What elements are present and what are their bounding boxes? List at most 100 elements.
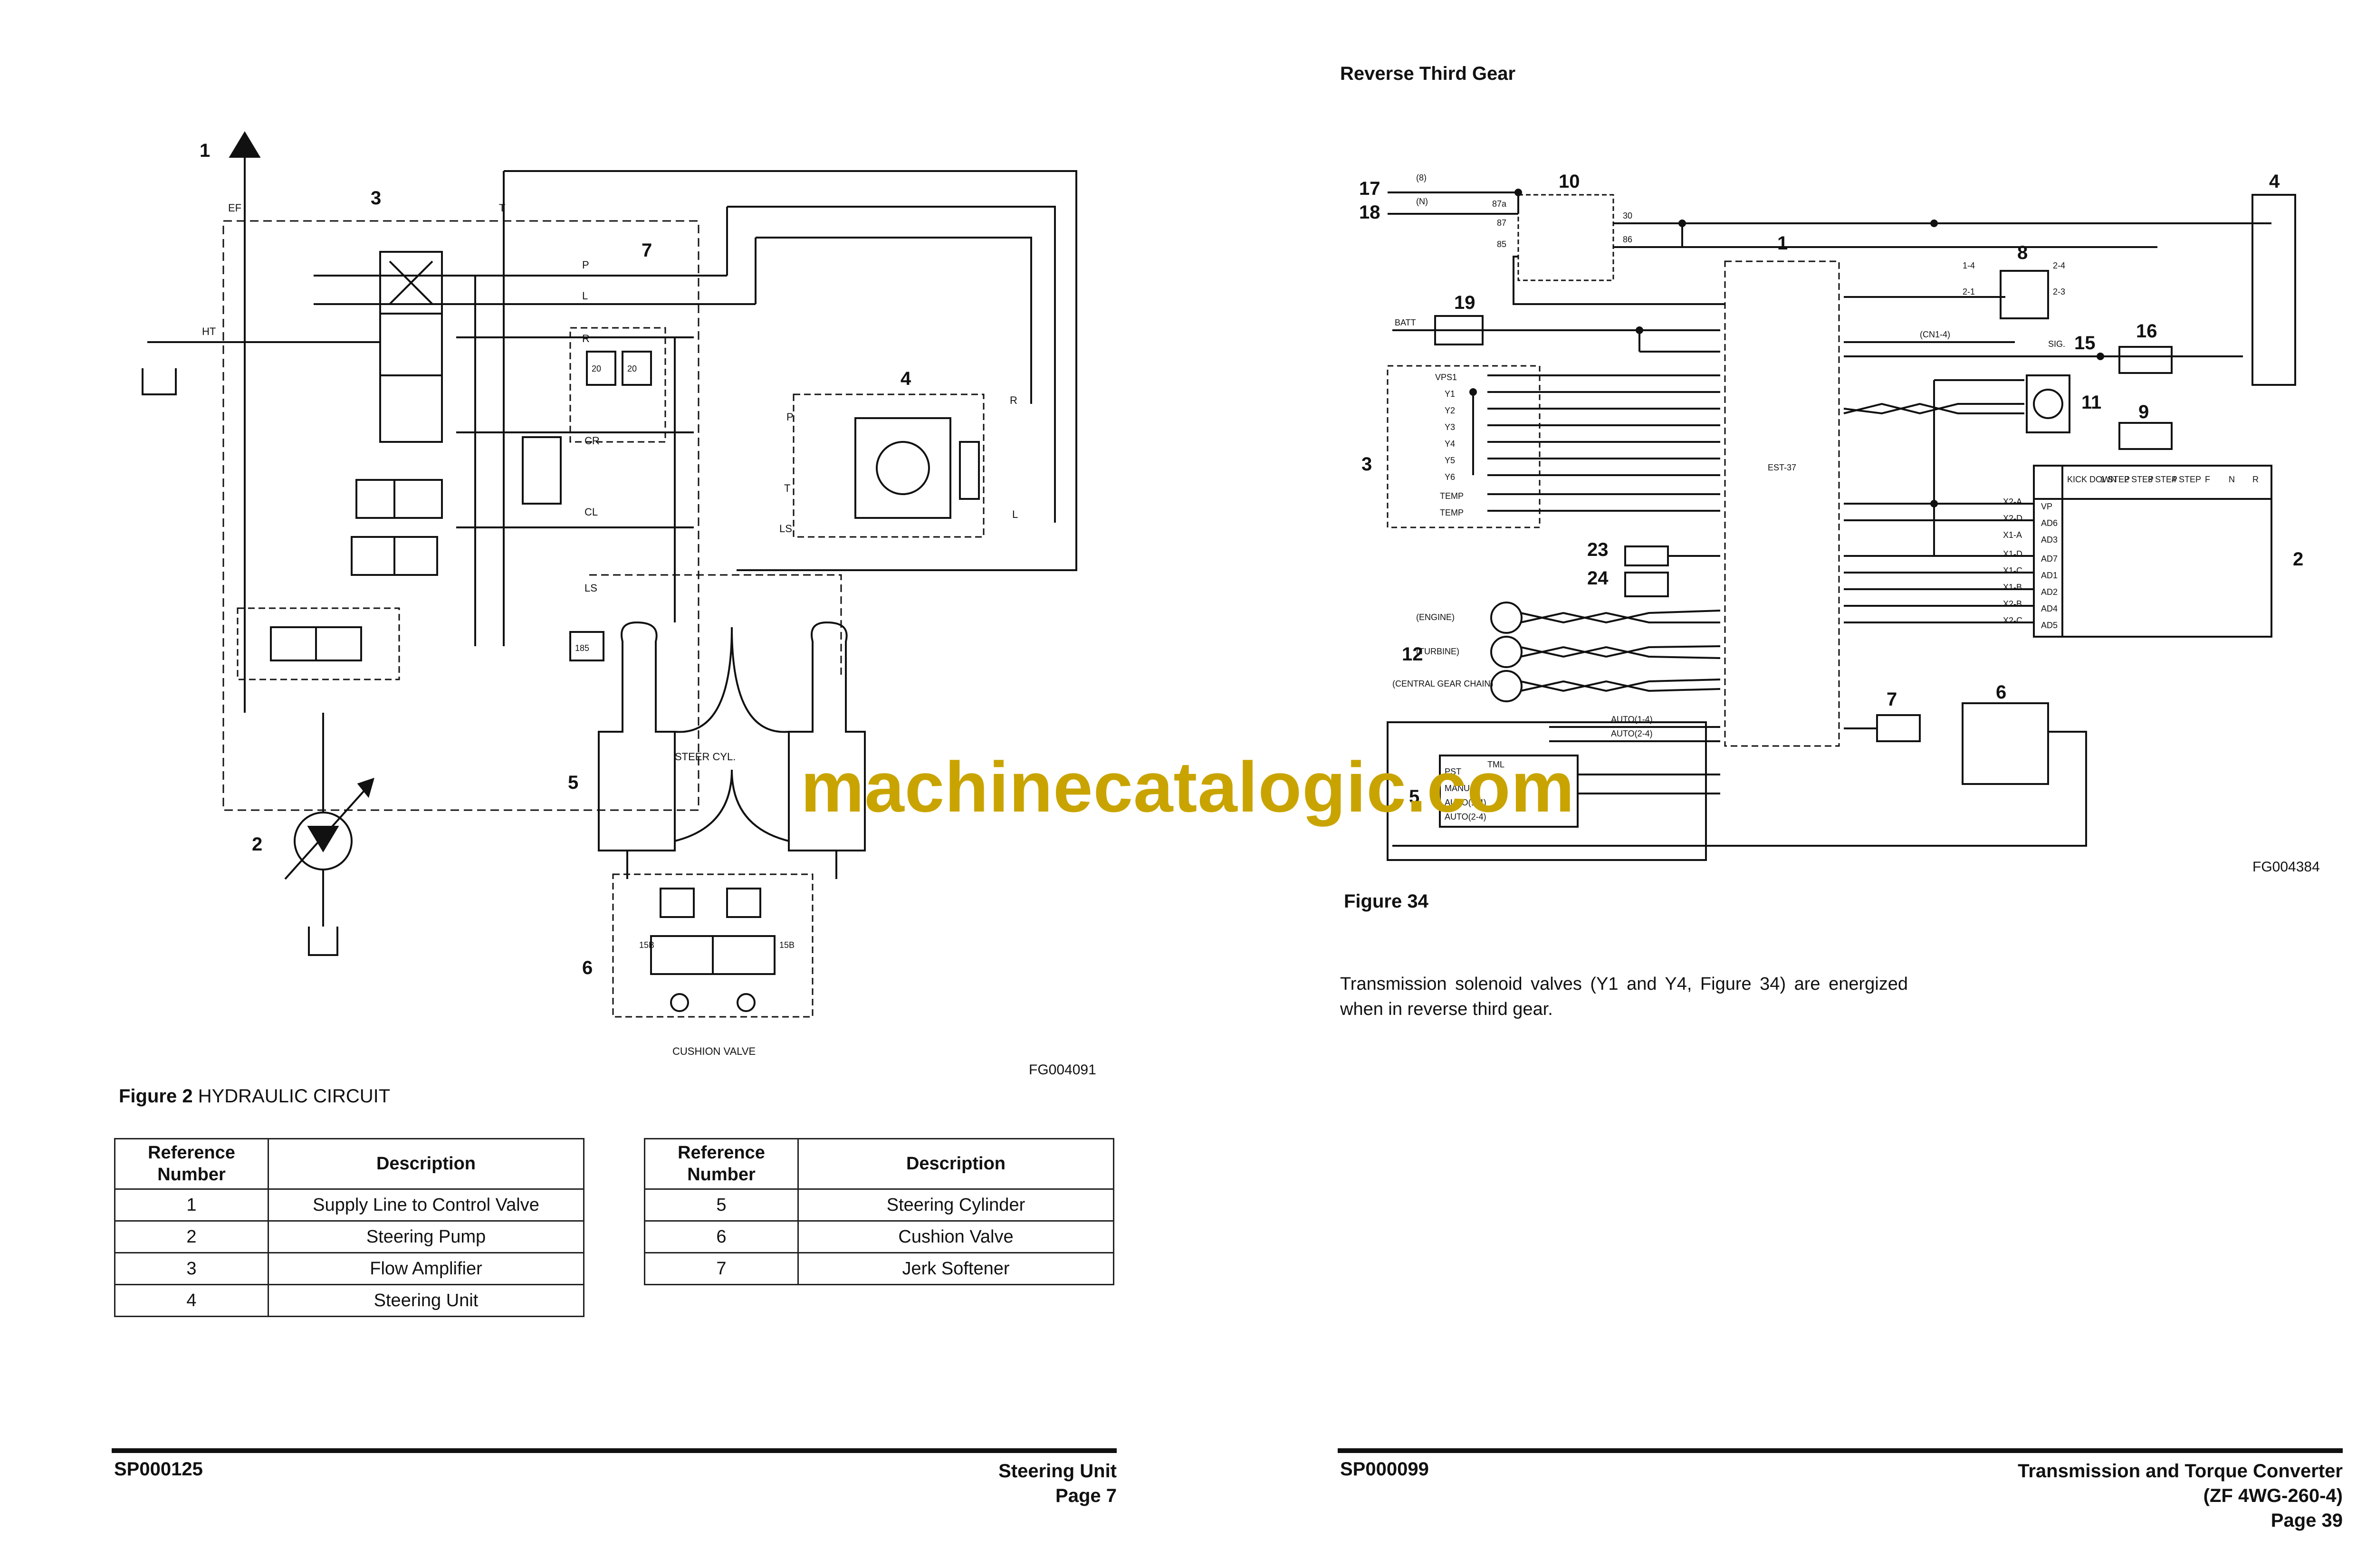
disp-2-1: 2-1	[1963, 287, 1975, 296]
callout-4: 4	[2269, 171, 2280, 192]
x-label: X2-D	[2003, 514, 2022, 523]
footer-page-number: Page 7	[1055, 1485, 1117, 1506]
auto-2-4: AUTO(2-4)	[1611, 729, 1653, 738]
relief-185: 185	[575, 643, 589, 653]
callout-4: 4	[901, 368, 911, 389]
watermark: machinecatalogic.com	[801, 747, 1575, 827]
disp-2-4: 2-4	[2053, 261, 2065, 270]
callout-6: 6	[582, 957, 593, 978]
desc-cell: Steering Pump	[268, 1220, 584, 1254]
section-title: Reverse Third Gear	[1340, 63, 1516, 84]
footer-section-title: Steering Unit	[998, 1461, 1117, 1482]
ad-label: VP	[2041, 502, 2052, 511]
grid-f: F	[2205, 475, 2210, 484]
disp-sig: SIG.	[2048, 339, 2065, 349]
x-label: X1-B	[2003, 583, 2022, 592]
port-t: T	[499, 202, 505, 214]
ad-label: AD2	[2041, 587, 2058, 597]
unit-port-r: R	[1010, 394, 1017, 406]
sol-y4: Y4	[1445, 439, 1455, 449]
sol-y5: Y5	[1445, 456, 1455, 465]
relay-86: 86	[1623, 235, 1632, 244]
x-label: X2-C	[2003, 616, 2022, 625]
callout-7: 7	[642, 240, 652, 261]
port-l: L	[582, 290, 588, 302]
unit-port-p: P	[786, 411, 794, 423]
grid-1step: 1 STEP	[2100, 475, 2130, 484]
header-ref-number: Reference Number	[644, 1138, 799, 1190]
figure-caption-right: Figure 34	[1344, 891, 1428, 912]
callout-19: 19	[1454, 292, 1475, 313]
callout-16: 16	[2136, 321, 2157, 342]
callout-2: 2	[252, 834, 262, 855]
callout-1: 1	[1777, 233, 1788, 254]
header-description: Description	[797, 1138, 1114, 1190]
callout-6: 6	[1996, 682, 2006, 703]
sel-auto24: AUTO(2-4)	[1445, 812, 1486, 822]
callout-11: 11	[2081, 392, 2101, 413]
x-label: X1-D	[2003, 549, 2022, 559]
footer-section-title: Transmission and Torque Converter	[2018, 1461, 2343, 1482]
sensor-engine: (ENGINE)	[1416, 612, 1455, 622]
footer-doc-id-right: SP000099	[1340, 1459, 1429, 1480]
callout-24: 24	[1587, 568, 1609, 589]
sol-y3: Y3	[1445, 422, 1455, 432]
ecu-label: EST-37	[1768, 463, 1796, 472]
sol-y1: Y1	[1445, 389, 1455, 399]
sol-temp1: TEMP	[1440, 491, 1464, 501]
callout-8: 8	[2017, 242, 2028, 263]
ad-label: AD5	[2041, 621, 2058, 630]
grid-n: N	[2229, 475, 2235, 484]
auto-1-4: AUTO(1-4)	[1611, 715, 1653, 724]
header-description: Description	[268, 1138, 584, 1190]
callout-5: 5	[1409, 786, 1419, 807]
relief-20b: 20	[627, 364, 637, 373]
desc-cell: Jerk Softener	[797, 1252, 1114, 1286]
grid-4step: 4 STEP	[2172, 475, 2201, 484]
desc-cell: Steering Cylinder	[797, 1188, 1114, 1222]
sol-temp2: TEMP	[1440, 508, 1464, 517]
sol-y6: Y6	[1445, 472, 1455, 482]
relay-85: 85	[1497, 239, 1506, 249]
sensor-turbine: (TURBINE)	[1416, 647, 1459, 656]
callout-10: 10	[1559, 171, 1580, 192]
body-paragraph: Transmission solenoid valves (Y1 and Y4,…	[1340, 974, 1908, 1020]
footer-rule-left	[112, 1448, 1117, 1453]
relay-30: 30	[1623, 211, 1632, 220]
ref-cell: 7	[644, 1252, 799, 1286]
ref-cell: 5	[644, 1188, 799, 1222]
ad-label: AD3	[2041, 535, 2058, 545]
figure-caption-left: Figure 2 HYDRAULIC CIRCUIT	[119, 1086, 390, 1107]
sel-auto14: AUTO(1-4)	[1445, 798, 1486, 807]
wire-8: (8)	[1416, 173, 1427, 182]
ad-label: AD6	[2041, 518, 2058, 528]
footer-page-number: Page 39	[2271, 1510, 2343, 1531]
desc-cell: Steering Unit	[268, 1284, 584, 1318]
relief-20a: 20	[592, 364, 601, 373]
callout-3: 3	[371, 188, 381, 209]
ad-label: AD1	[2041, 571, 2058, 580]
x-label: X1-C	[2003, 566, 2022, 575]
x-label: X2-B	[2003, 599, 2022, 609]
relief-15b-b: 15B	[779, 940, 795, 950]
electrical-schematic: 17 18 10 1 4 19 8 16 15 3 11 9 2 23 24 1…	[1359, 171, 2303, 861]
figure-title: HYDRAULIC CIRCUIT	[192, 1086, 391, 1107]
grid-r: R	[2252, 475, 2259, 484]
unit-port-t: T	[784, 482, 790, 494]
unit-port-ls: LS	[779, 523, 792, 535]
callout-7: 7	[1887, 689, 1897, 710]
sel-pst: PST	[1445, 767, 1461, 776]
ad-label: AD7	[2041, 554, 2058, 564]
ref-cell: 2	[114, 1220, 269, 1254]
x-label: X2-A	[2003, 497, 2022, 507]
callout-18: 18	[1359, 202, 1380, 223]
port-cl: CL	[584, 506, 598, 518]
port-ef: EF	[228, 202, 241, 214]
port-ht: HT	[202, 325, 216, 337]
